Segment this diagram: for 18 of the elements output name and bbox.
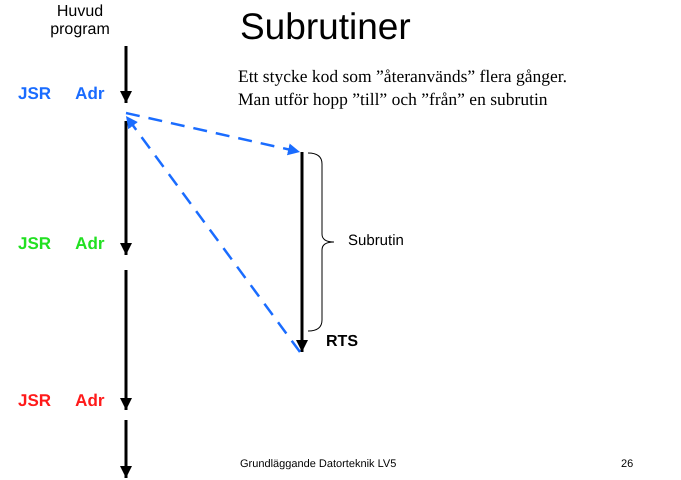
arrow: [120, 270, 132, 410]
dashed-arrow: [125, 115, 301, 353]
arrow: [296, 332, 308, 352]
program-label: Huvud program: [49, 3, 111, 40]
slide-title: Subrutiner: [240, 6, 411, 48]
instruction-label: JSR Adr: [18, 234, 104, 254]
body-text: Man utför hopp ”till” och ”från” en subrutin: [238, 89, 548, 110]
brace-label: Subrutin: [348, 232, 404, 249]
dashed-arrow: [126, 112, 300, 156]
arrow: [120, 420, 132, 478]
arrow: [120, 46, 132, 103]
footer-text: Grundläggande Datorteknik LV5: [240, 458, 396, 470]
instruction-label: JSR Adr: [18, 391, 104, 411]
instruction-label: RTS: [326, 333, 358, 352]
body-text: Ett stycke kod som ”återanvänds” flera gånger.: [238, 66, 567, 87]
instruction-label: JSR Adr: [18, 84, 104, 104]
page-number: 26: [621, 458, 634, 470]
arrow: [120, 121, 132, 255]
